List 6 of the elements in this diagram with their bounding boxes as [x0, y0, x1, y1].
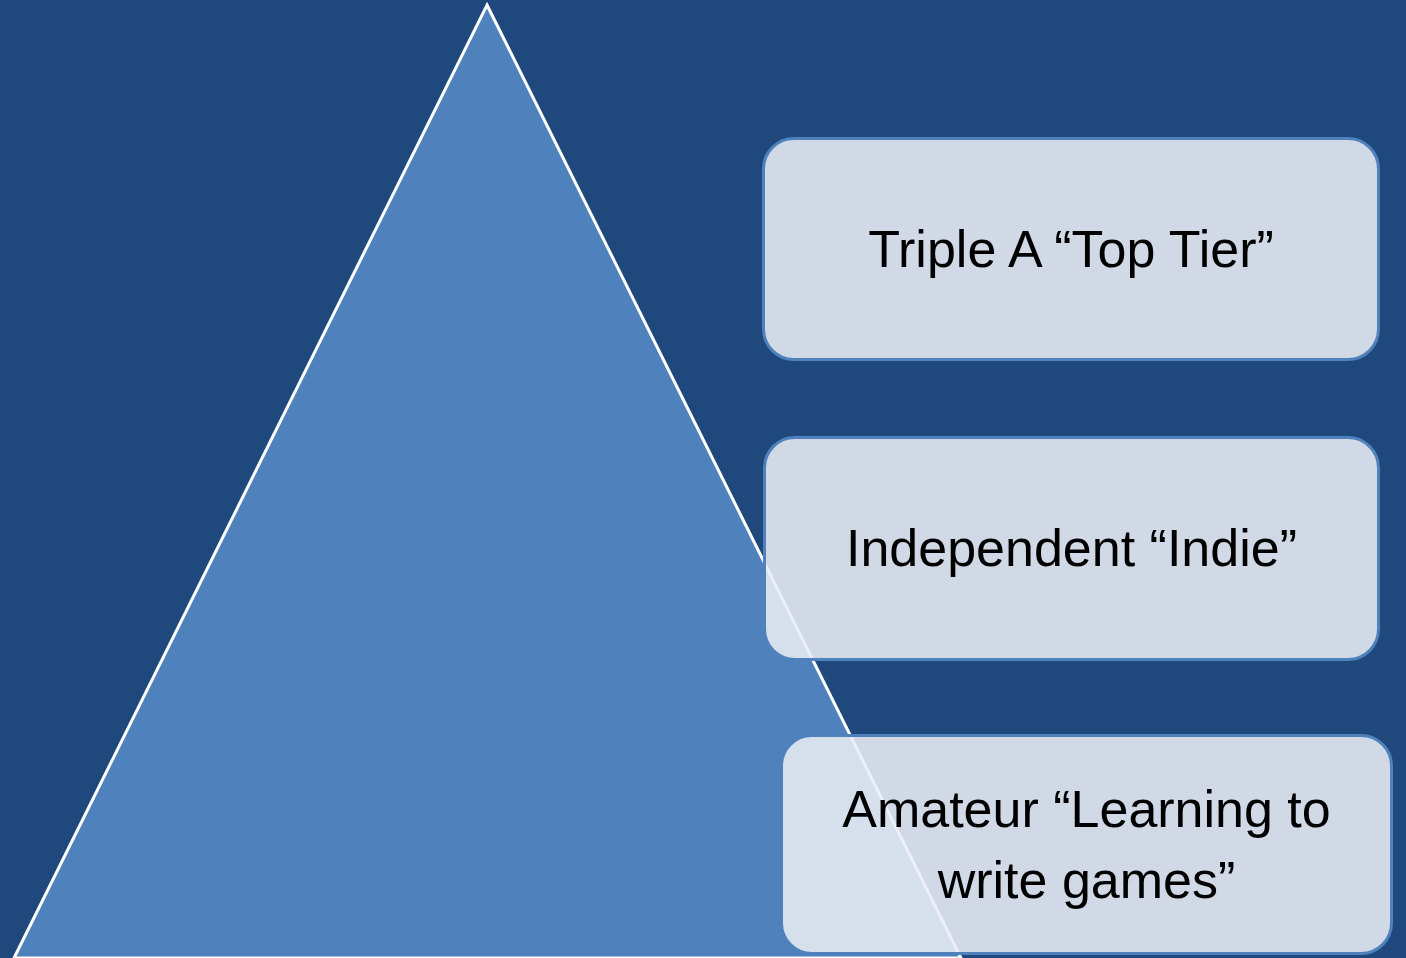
tier-card — [780, 734, 1393, 955]
tier-label: Independent “Indie” — [846, 518, 1297, 580]
tier-card — [763, 436, 1380, 661]
tier-label: Amateur “Learning to write games” — [841, 779, 1332, 911]
tier-card — [762, 137, 1380, 361]
tier-label: Triple A “Top Tier” — [868, 218, 1274, 280]
